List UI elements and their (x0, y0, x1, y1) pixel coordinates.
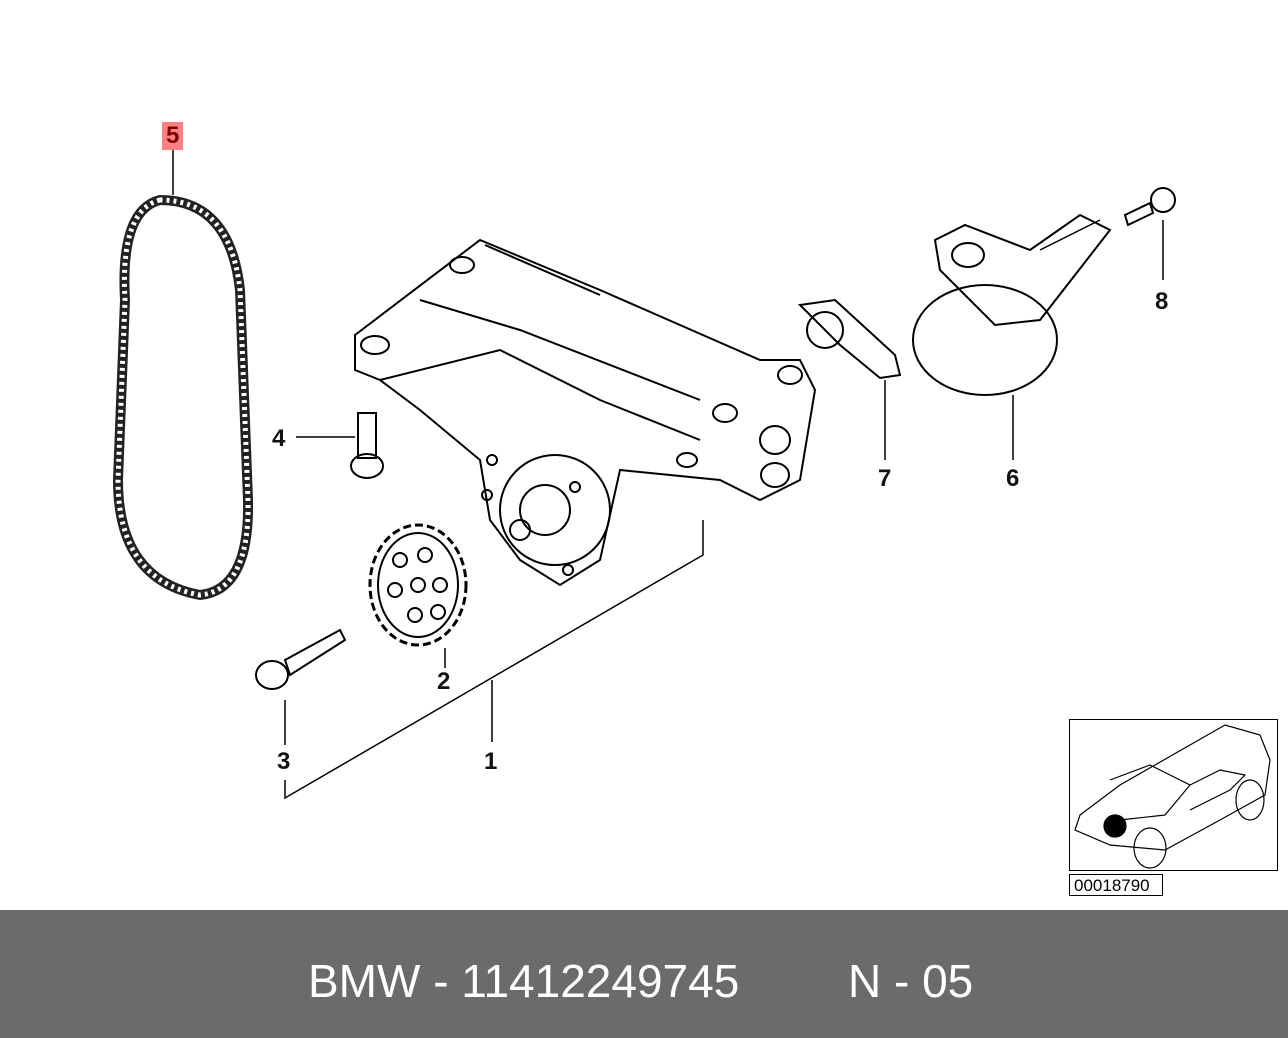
callout-5[interactable]: 5 (162, 122, 184, 150)
callout-2[interactable]: 2 (437, 668, 451, 695)
bolt-3 (255, 628, 347, 690)
callout-3[interactable]: 3 (277, 748, 291, 775)
reference-number: 00018790 (1069, 874, 1163, 896)
footer-bar: BMW - 11412249745 N - 05 (0, 910, 1288, 1038)
oil-pump (354, 238, 817, 587)
callout-7[interactable]: 7 (878, 465, 892, 492)
callout-6[interactable]: 6 (1006, 465, 1020, 492)
sprocket (368, 523, 468, 647)
leader-lines (172, 150, 1164, 800)
callout-1[interactable]: 1 (484, 748, 498, 775)
gasket (797, 298, 902, 380)
callout-4[interactable]: 4 (272, 425, 286, 452)
bolt-4 (350, 412, 384, 479)
o-ring (912, 284, 1058, 396)
car-outline-icon (1074, 724, 1271, 869)
parts-diagram (112, 150, 1176, 800)
timing-chain (112, 194, 254, 601)
diagram-code: N - 05 (848, 955, 974, 1007)
bolt-8 (1123, 187, 1176, 227)
part-number: BMW - 11412249745 (308, 955, 740, 1007)
flange-pipe (933, 213, 1112, 327)
vehicle-location-inset (1069, 719, 1278, 871)
callout-8[interactable]: 8 (1155, 288, 1169, 315)
